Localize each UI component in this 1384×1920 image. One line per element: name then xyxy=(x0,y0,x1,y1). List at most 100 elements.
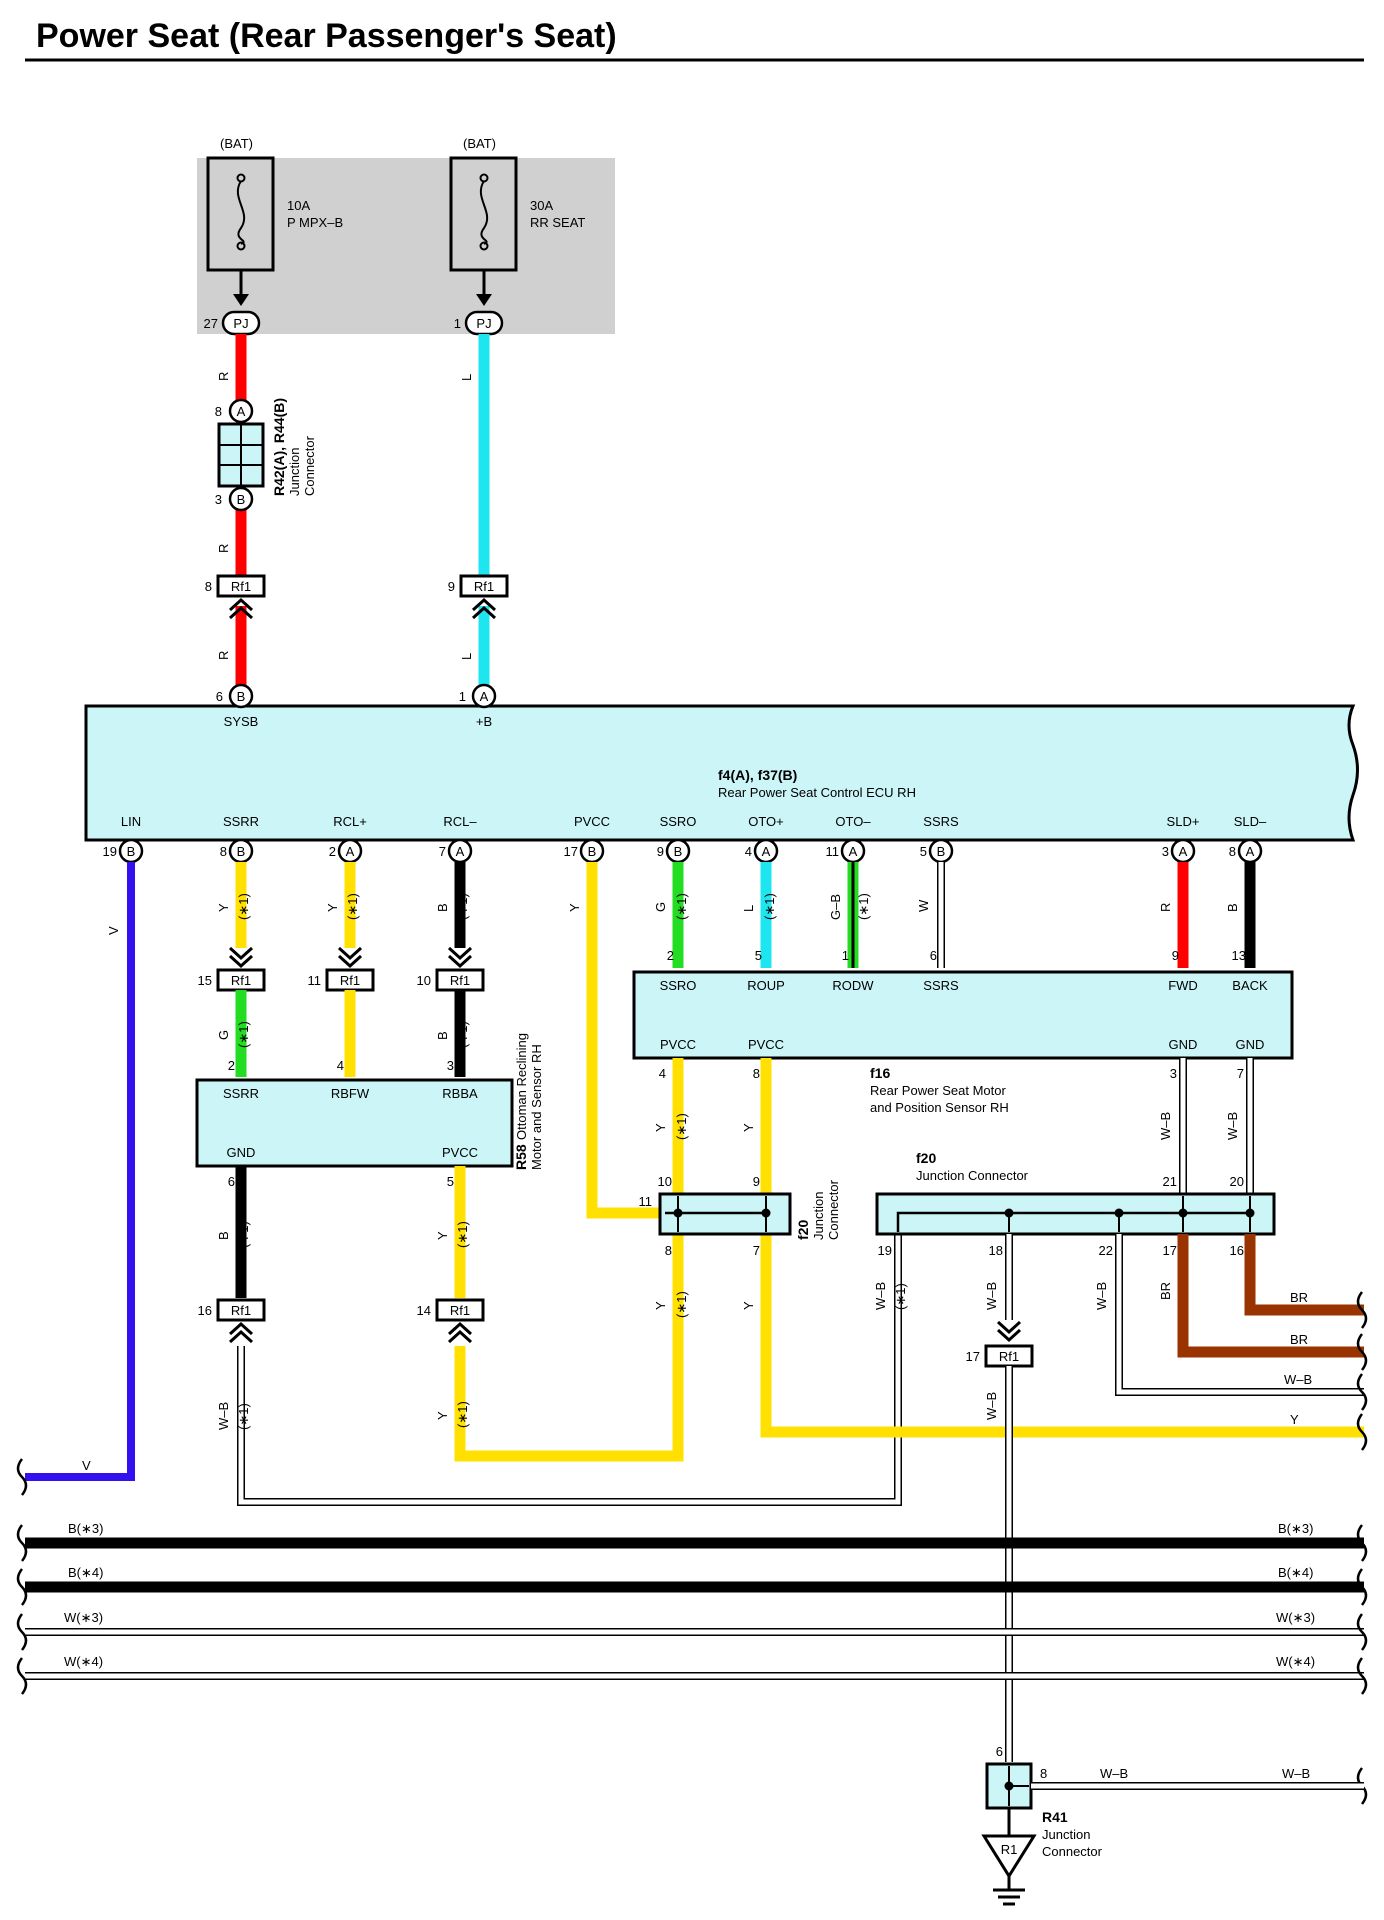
svg-text:(∗1): (∗1) xyxy=(236,1403,251,1430)
svg-text:3: 3 xyxy=(215,492,222,507)
svg-text:7: 7 xyxy=(1237,1066,1244,1081)
svg-text:5: 5 xyxy=(447,1174,454,1189)
wire-otominus: G–B (∗1) xyxy=(828,862,871,968)
rf1-chevron-icon xyxy=(337,946,363,969)
ecu-pin-label: SSRS xyxy=(923,814,959,829)
ecu-pin-label: RCL– xyxy=(443,814,477,829)
svg-text:13: 13 xyxy=(1232,948,1246,963)
svg-text:(∗1): (∗1) xyxy=(236,1021,251,1048)
svg-text:Y: Y xyxy=(741,1301,756,1310)
rf1-chevron-icon xyxy=(228,597,254,620)
svg-text:15: 15 xyxy=(198,973,212,988)
svg-text:GND: GND xyxy=(1169,1037,1198,1052)
svg-text:B(∗4): B(∗4) xyxy=(68,1565,103,1580)
svg-text:6: 6 xyxy=(228,1174,235,1189)
svg-text:9: 9 xyxy=(753,1174,760,1189)
page-title: Power Seat (Rear Passenger's Seat) xyxy=(36,17,617,55)
svg-text:Rf1: Rf1 xyxy=(999,1349,1019,1364)
svg-text:3: 3 xyxy=(1170,1066,1177,1081)
ecu-pin-conn: A xyxy=(1246,844,1255,859)
svg-text:(∗1): (∗1) xyxy=(455,1401,470,1428)
ecu-pin-conn: A xyxy=(849,844,858,859)
break-mark-left xyxy=(16,1657,28,1695)
ecu-pin-number: 8 xyxy=(1229,844,1236,859)
break-mark-right xyxy=(1356,1524,1368,1562)
svg-text:Connector: Connector xyxy=(826,1179,841,1240)
svg-text:ROUP: ROUP xyxy=(747,978,785,993)
ecu-ref: f4(A), f37(B) xyxy=(718,767,797,783)
wire-pvcc-ecu: Y xyxy=(567,862,660,1219)
svg-text:B: B xyxy=(435,903,450,912)
ecu-pin-conn: A xyxy=(346,844,355,859)
bus-b4: B(∗4) B(∗4) xyxy=(25,1565,1364,1593)
svg-text:W–B: W–B xyxy=(873,1282,888,1310)
junction-f20-small: 11 10 9 8 7 f20 Junction Connector xyxy=(639,1174,842,1258)
svg-text:GND: GND xyxy=(1236,1037,1265,1052)
fuse1-source: (BAT) xyxy=(220,136,253,151)
ecu-pin-label: OTO+ xyxy=(748,814,784,829)
svg-text:W–B: W–B xyxy=(1094,1282,1109,1310)
svg-text:17: 17 xyxy=(1163,1243,1177,1258)
svg-text:RBBA: RBBA xyxy=(442,1086,478,1101)
svg-text:B: B xyxy=(435,1031,450,1040)
svg-text:B(∗3): B(∗3) xyxy=(68,1521,103,1536)
wire-red-sysb: R R R xyxy=(216,334,247,686)
rf1-connector-8: Rf1 8 xyxy=(205,574,266,620)
svg-text:R: R xyxy=(216,651,231,660)
svg-text:W–B: W–B xyxy=(1282,1766,1310,1781)
svg-text:Y: Y xyxy=(653,1123,668,1132)
svg-text:W–B: W–B xyxy=(1284,1372,1312,1387)
ecu-pin-number: 19 xyxy=(103,844,117,859)
svg-text:6: 6 xyxy=(930,948,937,963)
ecu-pin-number: 17 xyxy=(564,844,578,859)
rf1-chevron-icon xyxy=(447,1321,473,1344)
svg-text:W: W xyxy=(916,899,931,912)
rf1-chevron-icon xyxy=(228,946,254,969)
svg-text:20: 20 xyxy=(1230,1174,1244,1189)
svg-text:RBFW: RBFW xyxy=(331,1086,370,1101)
wire-f16-pvcc-4: Y (∗1) xyxy=(653,1058,689,1194)
break-mark-left xyxy=(16,1613,28,1651)
svg-text:19: 19 xyxy=(878,1243,892,1258)
svg-text:2: 2 xyxy=(228,1058,235,1073)
svg-text:SYSB: SYSB xyxy=(224,714,259,729)
junction-f20-big: f20 Junction Connector 21 20 19 18 22 17… xyxy=(875,1150,1276,1258)
ecu-pin-number: 9 xyxy=(657,844,664,859)
break-mark-left xyxy=(16,1524,28,1562)
svg-text:Y: Y xyxy=(741,1123,756,1132)
wire-ssrs: W xyxy=(916,862,945,968)
svg-text:V: V xyxy=(106,926,121,935)
svg-text:L: L xyxy=(459,374,474,381)
ecu-pin-conn: A xyxy=(456,844,465,859)
svg-text:Motor and Sensor RH: Motor and Sensor RH xyxy=(529,1044,544,1170)
svg-text:Rf1: Rf1 xyxy=(450,973,470,988)
svg-text:Connector: Connector xyxy=(1042,1844,1103,1859)
junction-r42-ref: R42(A), R44(B) xyxy=(271,398,287,496)
motor-f16-box: 2 SSRO 5 ROUP 1 RODW 6 SSRS 9 FWD 13 BAC… xyxy=(632,948,1294,1115)
svg-text:8: 8 xyxy=(215,404,222,419)
ecu-pin-label: SSRR xyxy=(223,814,259,829)
svg-text:RODW: RODW xyxy=(832,978,874,993)
ecu-pin-label: LIN xyxy=(121,814,141,829)
svg-text:8: 8 xyxy=(753,1066,760,1081)
svg-text:Junction Connector: Junction Connector xyxy=(916,1168,1029,1183)
ecu-pin-conn: A xyxy=(762,844,771,859)
svg-text:W(∗3): W(∗3) xyxy=(64,1610,103,1625)
ecu-pin-label: PVCC xyxy=(574,814,610,829)
fuse1-arrow-icon xyxy=(233,294,249,306)
wire-f16-gnd: W–B W–B xyxy=(1158,1058,1254,1194)
svg-text:BR: BR xyxy=(1290,1332,1308,1347)
svg-text:R: R xyxy=(216,372,231,381)
svg-text:3: 3 xyxy=(447,1058,454,1073)
break-mark-left xyxy=(16,1458,28,1496)
svg-text:Rf1: Rf1 xyxy=(231,1303,251,1318)
svg-text:Rf1: Rf1 xyxy=(231,579,251,594)
svg-text:Y: Y xyxy=(435,1231,450,1240)
ecu-pin-conn: A xyxy=(1179,844,1188,859)
svg-text:(∗1): (∗1) xyxy=(674,893,689,920)
ecu-pin-number: 8 xyxy=(220,844,227,859)
break-marks xyxy=(16,1291,1368,1805)
ottoman-r58-box: 2 SSRR 4 RBFW 3 RBBA GND 6 PVCC 5 R58 Ot… xyxy=(195,1033,544,1189)
svg-text:8: 8 xyxy=(665,1243,672,1258)
junction-r42-r44: A 8 B 3 R42(A), R44(B) Junction Connecto… xyxy=(215,398,317,512)
